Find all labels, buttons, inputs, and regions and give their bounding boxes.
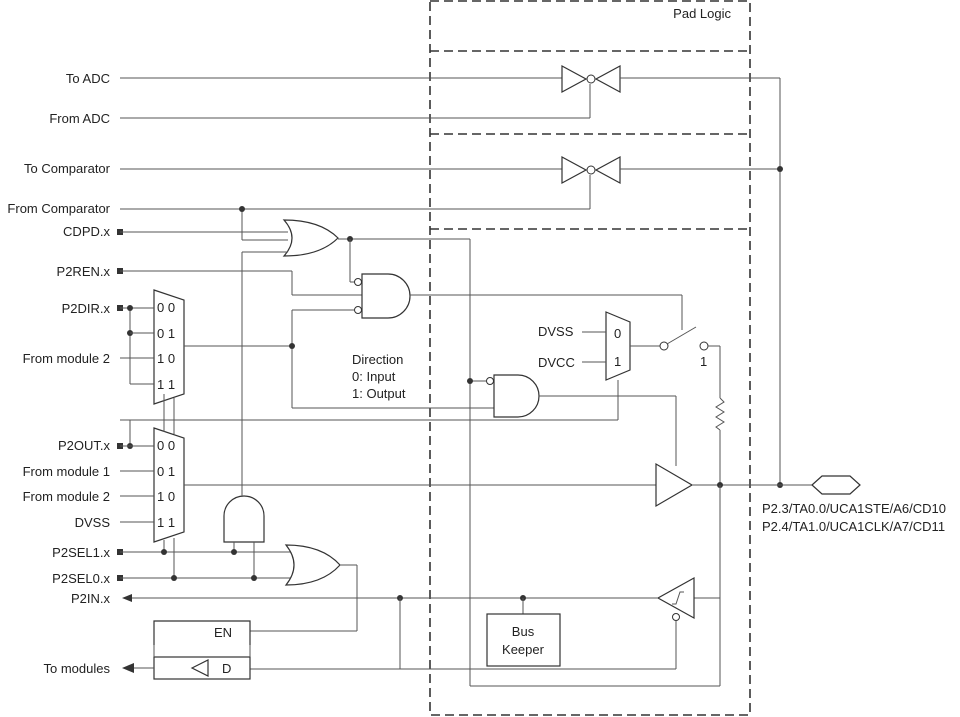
switch-label: 1	[700, 354, 707, 369]
pin-label-1: P2.3/TA0.0/UCA1STE/A6/CD10	[762, 501, 946, 516]
module-latch: EN D	[122, 620, 251, 680]
from-adc-label: From ADC	[49, 111, 110, 126]
or-gate-cdpd	[120, 206, 721, 687]
direction-title: Direction	[352, 352, 403, 367]
dir-mux-01: 0 1	[157, 326, 175, 341]
direction-legend: Direction 0: Input 1: Output	[352, 352, 406, 401]
pin-node	[777, 78, 783, 488]
from-comparator-label: From Comparator	[7, 201, 110, 216]
out-mux-00: 0 0	[157, 438, 175, 453]
sel-or-gate	[120, 544, 358, 632]
p2dir-label: P2DIR.x	[62, 301, 111, 316]
out-mux-01: 0 1	[157, 464, 175, 479]
pull-mux-sel1: 1	[614, 354, 621, 369]
output-buffer	[655, 462, 812, 508]
p2out-label: P2OUT.x	[58, 438, 111, 453]
p2sel0-label: P2SEL0.x	[52, 571, 110, 586]
latch-en: EN	[214, 625, 232, 640]
pull-select-mux: 0 1 DVSS DVCC 1	[120, 311, 725, 485]
to-comparator-label: To Comparator	[24, 161, 111, 176]
direction-output: 1: Output	[352, 386, 406, 401]
signal-labels: To ADC From ADC To Comparator From Compa…	[7, 71, 110, 676]
p2ren-label: P2REN.x	[57, 264, 111, 279]
pull-mux-sel0: 0	[614, 326, 621, 341]
latch-d: D	[222, 661, 231, 676]
direction-mux: 0 0 0 1 1 0 1 1	[120, 289, 295, 405]
input-schmitt-buffer	[122, 485, 721, 670]
dvss-label: DVSS	[538, 324, 574, 339]
sel-and-gate	[223, 251, 288, 578]
cdpd-label: CDPD.x	[63, 224, 110, 239]
register-terminals	[117, 229, 123, 581]
mux-select-lines	[163, 394, 175, 578]
comparator-analog-switch	[120, 155, 780, 210]
to-adc-label: To ADC	[66, 71, 110, 86]
p2sel1-label: P2SEL1.x	[52, 545, 110, 560]
output-mux: 0 0 0 1 1 0 1 1	[120, 427, 656, 543]
dir-mux-10: 1 0	[157, 351, 175, 366]
dir-mux-11: 1 1	[157, 377, 175, 392]
from-module1-label: From module 1	[23, 464, 110, 479]
pad-logic-title: Pad Logic	[673, 6, 731, 21]
pin-connector: P2.3/TA0.0/UCA1STE/A6/CD10 P2.4/TA1.0/UC…	[762, 475, 946, 534]
p2in-label: P2IN.x	[71, 591, 111, 606]
dvss-mux-label: DVSS	[75, 515, 111, 530]
bus-keeper: Bus Keeper	[486, 598, 561, 667]
out-mux-10: 1 0	[157, 489, 175, 504]
dvcc-label: DVCC	[538, 355, 575, 370]
direction-input: 0: Input	[352, 369, 396, 384]
out-mux-11: 1 1	[157, 515, 175, 530]
and-gate-output-enable	[292, 374, 677, 466]
dir-mux-00: 0 0	[157, 300, 175, 315]
pin-label-2: P2.4/TA1.0/UCA1CLK/A7/CD11	[762, 519, 945, 534]
adc-analog-switch	[120, 64, 780, 119]
and-gate-pull	[120, 239, 683, 408]
bus-keeper-line2: Keeper	[502, 642, 545, 657]
from-module2-out-label: From module 2	[23, 489, 110, 504]
pad-logic-region: Pad Logic	[429, 0, 751, 716]
to-modules-label: To modules	[44, 661, 111, 676]
from-module2-dir-label: From module 2	[23, 351, 110, 366]
bus-keeper-line1: Bus	[512, 624, 535, 639]
